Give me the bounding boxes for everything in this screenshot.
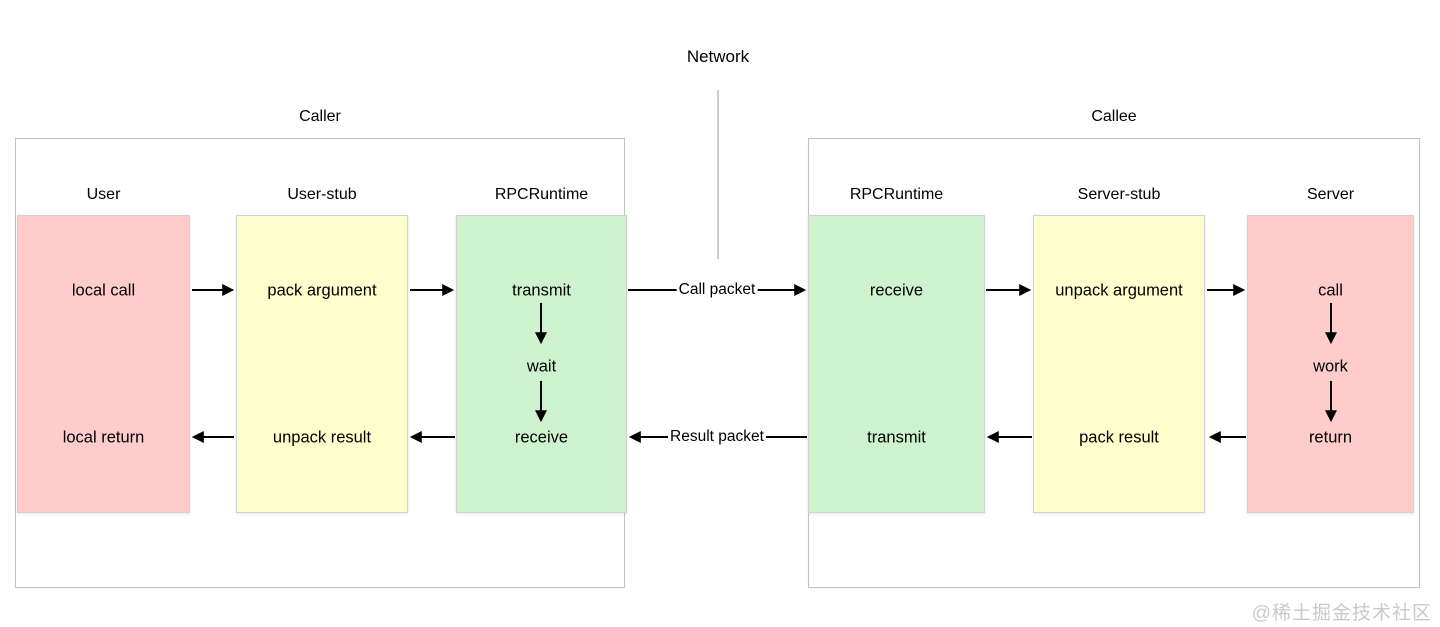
rpcruntime-caller-box: transmit wait receive: [456, 215, 627, 513]
step-unpack-result: unpack result: [272, 428, 372, 447]
column-label-server: Server: [1306, 186, 1355, 203]
step-return: return: [1308, 428, 1353, 447]
caller-title: Caller: [299, 108, 341, 125]
call-packet-label: Call packet: [676, 281, 758, 299]
step-transmit-callee: transmit: [867, 428, 926, 447]
column-label-server-stub: Server-stub: [1077, 186, 1161, 203]
step-local-return: local return: [62, 428, 145, 447]
callee-title: Callee: [1091, 108, 1137, 125]
column-label-user-stub: User-stub: [287, 186, 357, 203]
server-box: call work return: [1247, 215, 1414, 513]
step-unpack-argument: unpack argument: [1055, 281, 1183, 300]
result-packet-label: Result packet: [668, 428, 766, 446]
step-local-call: local call: [71, 281, 136, 300]
column-label-rpcruntime-caller: RPCRuntime: [494, 186, 589, 203]
step-pack-result: pack result: [1079, 428, 1159, 447]
step-receive-caller: receive: [514, 428, 569, 447]
watermark: @稀土掘金技术社区: [1251, 603, 1432, 624]
step-call: call: [1318, 281, 1343, 300]
step-work: work: [1313, 357, 1348, 376]
step-receive-callee: receive: [869, 281, 924, 300]
step-pack-argument: pack argument: [267, 281, 377, 300]
server-stub-box: unpack argument pack result: [1033, 215, 1205, 513]
user-stub-box: pack argument unpack result: [236, 215, 408, 513]
network-label: Network: [686, 47, 750, 66]
rpcruntime-callee-box: receive transmit: [808, 215, 985, 513]
step-transmit-caller: transmit: [512, 281, 571, 300]
column-label-rpcruntime-callee: RPCRuntime: [849, 186, 944, 203]
user-box: local call local return: [17, 215, 190, 513]
column-label-user: User: [86, 186, 121, 203]
step-wait: wait: [526, 357, 557, 376]
